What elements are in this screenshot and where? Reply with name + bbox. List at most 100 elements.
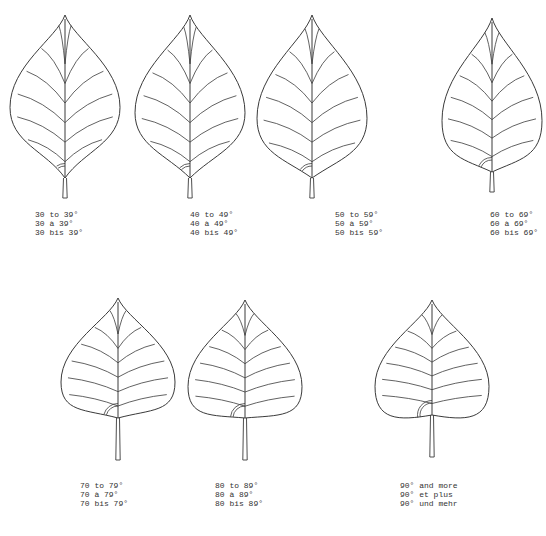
angle-label: 60 à 69° — [490, 219, 528, 228]
lateral-vein — [290, 52, 312, 84]
lateral-vein — [245, 380, 295, 392]
angle-label: 70 à 79° — [80, 490, 118, 499]
leaf — [188, 300, 302, 460]
lateral-vein — [245, 363, 290, 378]
angle-label: 80 à 89° — [215, 490, 253, 499]
lateral-vein — [209, 347, 245, 364]
lateral-vein — [460, 76, 492, 101]
leaf-outline — [10, 15, 120, 178]
leaf-outline — [135, 15, 245, 178]
angle-label: 60 bis 69° — [490, 228, 538, 237]
lateral-vein — [195, 396, 245, 406]
angle-label: 90° and more — [400, 481, 458, 490]
lateral-vein — [118, 361, 164, 377]
petiole — [243, 418, 247, 460]
midrib — [118, 302, 119, 418]
petiole — [430, 415, 434, 457]
lateral-vein — [451, 97, 492, 119]
leaf — [375, 300, 489, 457]
lateral-vein — [190, 141, 230, 161]
lateral-vein — [492, 76, 524, 101]
lateral-vein — [81, 344, 118, 363]
midrib — [65, 19, 66, 178]
lateral-vein — [264, 120, 312, 142]
lateral-vein — [190, 96, 236, 123]
angle-arc — [479, 158, 492, 166]
lateral-vein — [65, 140, 102, 162]
angle-label: 50 à 59° — [335, 219, 373, 228]
lateral-vein — [492, 33, 499, 65]
lateral-vein — [110, 311, 118, 334]
angle-arc — [300, 164, 312, 170]
angle-label: 60 to 69° — [490, 210, 533, 219]
lateral-vein — [432, 315, 442, 335]
petiole — [116, 418, 120, 460]
midrib — [190, 19, 191, 178]
angle-arc — [58, 166, 65, 168]
angle-arc — [231, 404, 245, 417]
lateral-vein — [118, 327, 141, 348]
midrib — [492, 22, 493, 172]
leaf — [135, 15, 245, 198]
leaf-outline — [188, 300, 302, 418]
angle-arc — [302, 166, 312, 171]
leaf-outline — [442, 18, 542, 172]
angle-label: 70 bis 79° — [80, 499, 128, 508]
lateral-vein — [190, 27, 196, 64]
angle-label: 80 bis 89° — [215, 499, 263, 508]
lateral-vein — [245, 396, 295, 406]
lateral-vein — [472, 54, 492, 82]
angle-label: 70 to 79° — [80, 481, 123, 490]
lateral-vein — [168, 50, 190, 83]
lateral-vein — [65, 71, 103, 103]
angle-arc — [182, 166, 190, 170]
angle-label: 30 to 39° — [35, 210, 78, 219]
lateral-vein — [222, 330, 245, 349]
lateral-vein — [41, 48, 65, 83]
leaf — [10, 15, 120, 198]
angle-label: 40 à 49° — [190, 219, 228, 228]
lateral-vein — [432, 363, 478, 376]
angle-label: 90° und mehr — [400, 499, 458, 508]
leaf-outline — [257, 15, 367, 178]
lateral-vein — [18, 94, 65, 123]
angle-arc — [418, 401, 433, 418]
petiole — [310, 178, 314, 198]
leaf — [442, 18, 542, 192]
lateral-vein — [492, 54, 512, 82]
lateral-vein — [422, 315, 432, 335]
lateral-vein — [492, 140, 533, 156]
lateral-vein — [492, 97, 533, 119]
angle-label: 90° et plus — [400, 490, 453, 499]
angle-arc — [104, 404, 118, 415]
lateral-vein — [68, 378, 118, 392]
lateral-vein — [118, 344, 155, 363]
lateral-vein — [492, 119, 536, 138]
lateral-vein — [245, 347, 281, 364]
lateral-vein — [153, 73, 190, 103]
lateral-vein — [142, 119, 190, 143]
petiole — [490, 172, 494, 192]
lateral-vein — [118, 378, 168, 392]
lateral-vein — [95, 327, 118, 348]
lateral-vein — [382, 379, 432, 389]
leaf-outline — [61, 298, 175, 418]
lateral-vein — [312, 29, 319, 64]
lateral-vein — [150, 141, 190, 161]
lateral-vein — [195, 380, 245, 392]
midrib — [312, 19, 313, 178]
lateral-vein — [65, 26, 71, 64]
lateral-vein — [276, 75, 313, 104]
lateral-vein — [118, 311, 126, 334]
angle-label: 50 bis 59° — [335, 228, 383, 237]
lateral-vein — [432, 331, 456, 348]
lateral-vein — [65, 117, 113, 142]
angle-label: 30 bis 39° — [35, 228, 83, 237]
lateral-vein — [27, 71, 65, 103]
lateral-vein — [312, 97, 358, 122]
lateral-vein — [432, 395, 482, 403]
lateral-vein — [395, 347, 432, 362]
angle-label: 50 to 59° — [335, 210, 378, 219]
lateral-vein — [432, 347, 469, 362]
